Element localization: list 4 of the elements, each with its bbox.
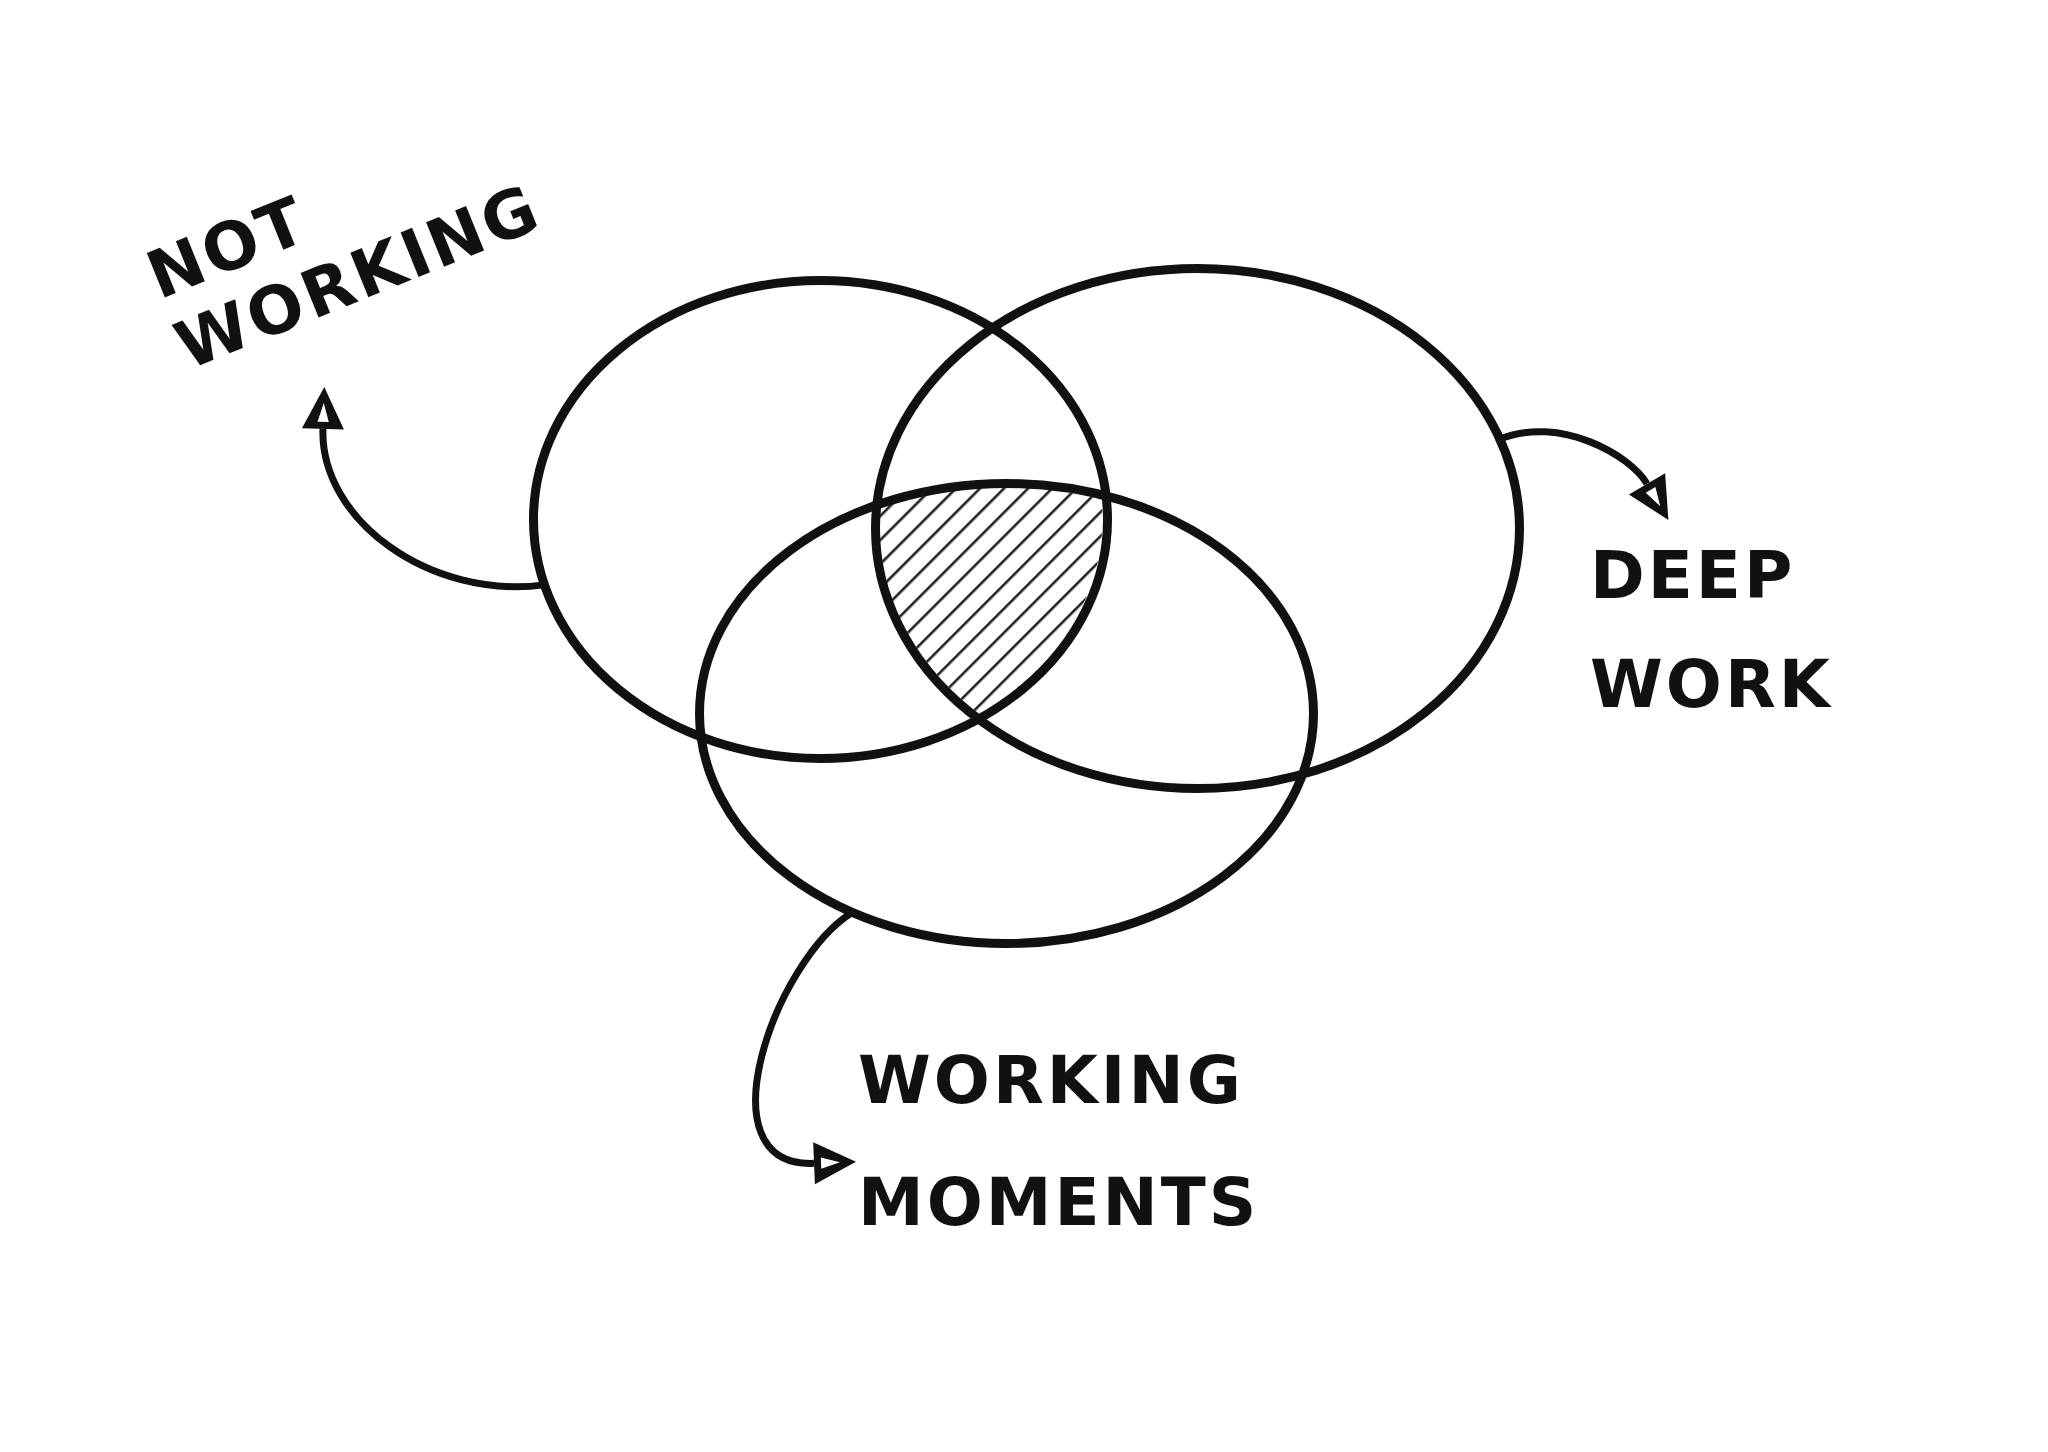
category-label: WORKING MOMENTS — [858, 1020, 1288, 1265]
category-label: DEEP WORK — [1590, 522, 1870, 740]
venn-ellipse — [869, 262, 1525, 794]
venn-ellipse — [693, 477, 1319, 949]
